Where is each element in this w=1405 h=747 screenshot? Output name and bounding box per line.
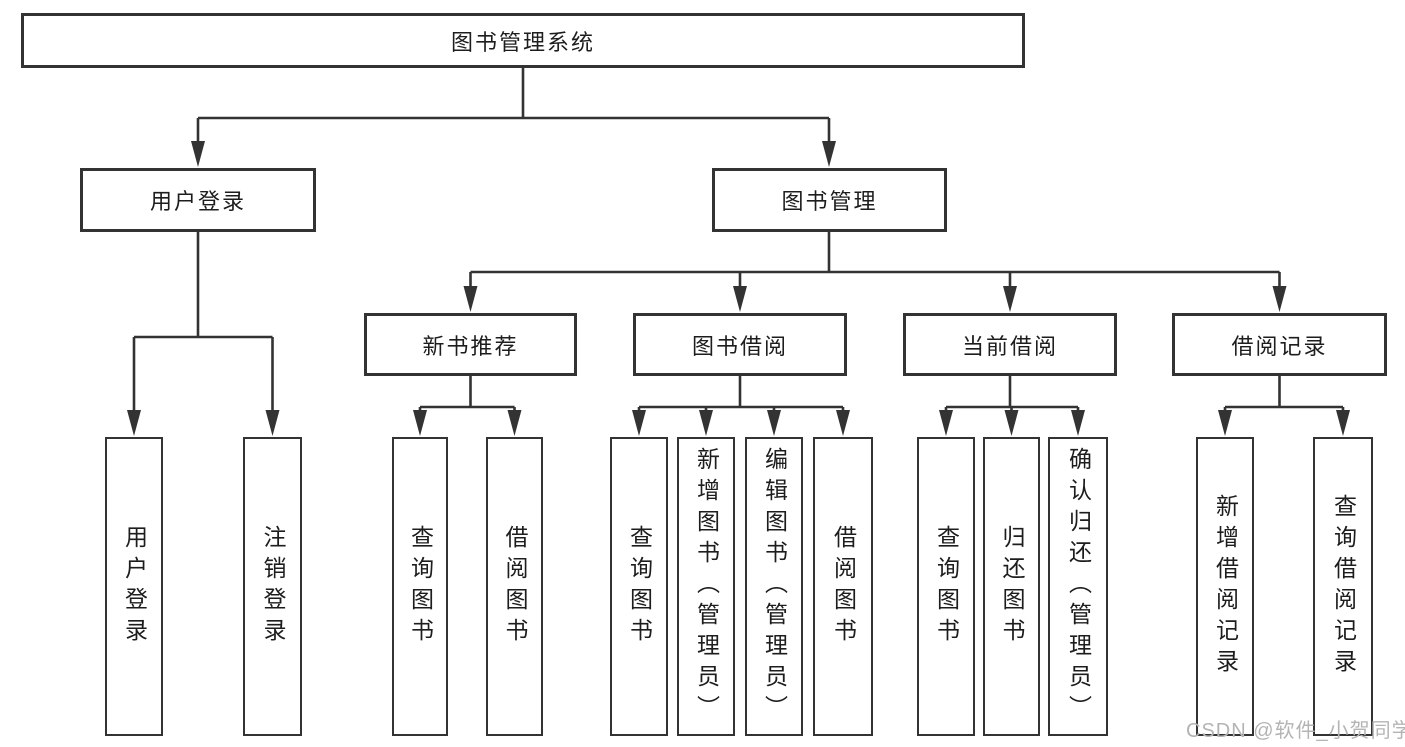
node-label: 新增借阅记录: [1212, 493, 1239, 680]
arrow-head: [1272, 286, 1287, 312]
node-leaf-add-borrow-record: 新增借阅记录: [1196, 437, 1254, 736]
node-label: 当前借阅: [961, 333, 1058, 359]
arrow-head: [939, 410, 953, 436]
node-label: 借阅记录: [1231, 333, 1328, 359]
arrow-head: [191, 141, 205, 167]
node-label: 编辑图书（管理员）: [761, 447, 788, 726]
node-leaf-borrowing-borrow-books: 借阅图书: [813, 437, 873, 736]
arrow-head: [733, 286, 747, 312]
node-label: 注销登录: [260, 524, 286, 649]
node-leaf-recommend-query-books: 查询图书: [392, 437, 448, 736]
node-leaf-logout: 注销登录: [243, 437, 302, 736]
node-label: 查询图书: [626, 524, 653, 649]
node-borrowing-records: 借阅记录: [1172, 313, 1387, 376]
node-label: 确认归还（管理员）: [1065, 447, 1092, 726]
node-leaf-recommend-borrow-books: 借阅图书: [486, 437, 543, 736]
node-label: 新书推荐: [422, 333, 519, 359]
node-leaf-return-books: 归还图书: [983, 437, 1040, 736]
node-leaf-current-query-books: 查询图书: [917, 437, 975, 736]
node-label: 借阅图书: [830, 524, 857, 649]
node-label: 用户登录: [149, 189, 246, 214]
arrow-head: [1003, 286, 1017, 312]
node-book-borrowing: 图书借阅: [633, 313, 847, 376]
node-leaf-confirm-return-admin: 确认归还（管理员）: [1048, 437, 1108, 736]
node-label: 图书借阅: [691, 333, 788, 359]
node-leaf-edit-books-admin: 编辑图书（管理员）: [745, 437, 803, 736]
node-label: 用户登录: [121, 524, 148, 649]
arrow-head: [1336, 410, 1350, 436]
node-label: 归还图书: [999, 524, 1025, 649]
node-label: 查询图书: [407, 524, 434, 649]
node-current-borrowing: 当前借阅: [903, 313, 1117, 376]
node-label: 新增图书（管理员）: [693, 447, 720, 726]
arrow-head: [822, 141, 836, 167]
node-book-management: 图书管理: [712, 168, 947, 232]
node-new-book-recommend: 新书推荐: [364, 313, 577, 376]
node-label: 图书管理系统: [450, 29, 595, 55]
arrow-head: [836, 410, 850, 436]
node-label: 查询图书: [933, 524, 960, 649]
arrowheads: [127, 141, 1350, 436]
arrow-head: [1218, 410, 1232, 436]
node-label: 借阅图书: [502, 524, 528, 649]
arrow-head: [699, 410, 713, 436]
arrow-head: [1071, 410, 1085, 436]
arrow-head: [265, 410, 280, 436]
node-user-login: 用户登录: [80, 168, 316, 232]
node-leaf-query-borrow-record: 查询借阅记录: [1313, 437, 1373, 736]
arrow-head: [463, 286, 478, 312]
arrow-head: [632, 410, 646, 436]
node-leaf-add-books-admin: 新增图书（管理员）: [677, 437, 735, 736]
node-leaf-user-login: 用户登录: [105, 437, 163, 736]
arrow-head: [1004, 410, 1019, 436]
watermark-text: CSDN @软件_小贺同学: [1186, 720, 1405, 742]
node-label: 查询借阅记录: [1330, 493, 1357, 680]
node-leaf-borrowing-query-books: 查询图书: [610, 437, 668, 736]
arrow-head: [413, 410, 427, 436]
arrow-head: [127, 410, 141, 436]
arrow-head: [767, 410, 781, 436]
node-label: 图书管理: [781, 189, 878, 214]
node-library-management-system: 图书管理系统: [21, 13, 1025, 68]
arrow-head: [507, 410, 522, 436]
